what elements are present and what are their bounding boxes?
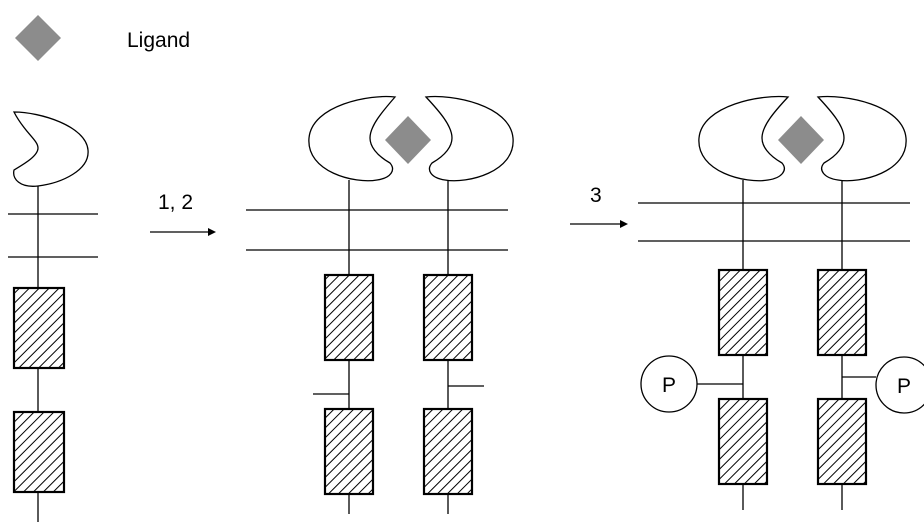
step-label-1-2: 1, 2 [158, 191, 193, 214]
extracellular-domain [12, 111, 89, 187]
phosphate-label-left: P [662, 374, 676, 397]
kinase-domain-upper [12, 286, 66, 370]
extracellular-domain-right [424, 95, 514, 182]
kinase-domain-left-lower [323, 407, 375, 496]
kinase-domain-right-upper [422, 273, 474, 362]
kinase-domain-lower [12, 410, 66, 494]
kinase-domain-left-lower [717, 397, 769, 486]
kinase-domain-right-lower [422, 407, 474, 496]
legend-label: Ligand [127, 29, 190, 52]
phosphate-right [875, 356, 924, 414]
phosphate-left [640, 355, 698, 413]
ligand-diamond-icon [15, 15, 61, 61]
ligand-bound-dimer [246, 95, 514, 514]
phosphate-label-right: P [897, 375, 911, 398]
extracellular-domain-left [698, 95, 790, 182]
kinase-domain-right-upper [816, 268, 868, 357]
kinase-domain-left-upper [717, 268, 769, 357]
extracellular-domain-right [816, 95, 907, 182]
phosphorylated-dimer [638, 95, 924, 510]
ligand-diamond [778, 116, 824, 164]
step-arrow-2: 3 [570, 184, 628, 228]
kinase-domain-left-upper [323, 273, 375, 362]
kinase-domain-right-lower [816, 397, 868, 486]
monomer-receptor [8, 111, 98, 522]
step-arrow-1: 1, 2 [150, 191, 216, 236]
legend: Ligand [15, 15, 190, 61]
step-label-3: 3 [590, 184, 602, 207]
extracellular-domain-left [308, 95, 397, 182]
ligand-diamond [385, 116, 431, 164]
